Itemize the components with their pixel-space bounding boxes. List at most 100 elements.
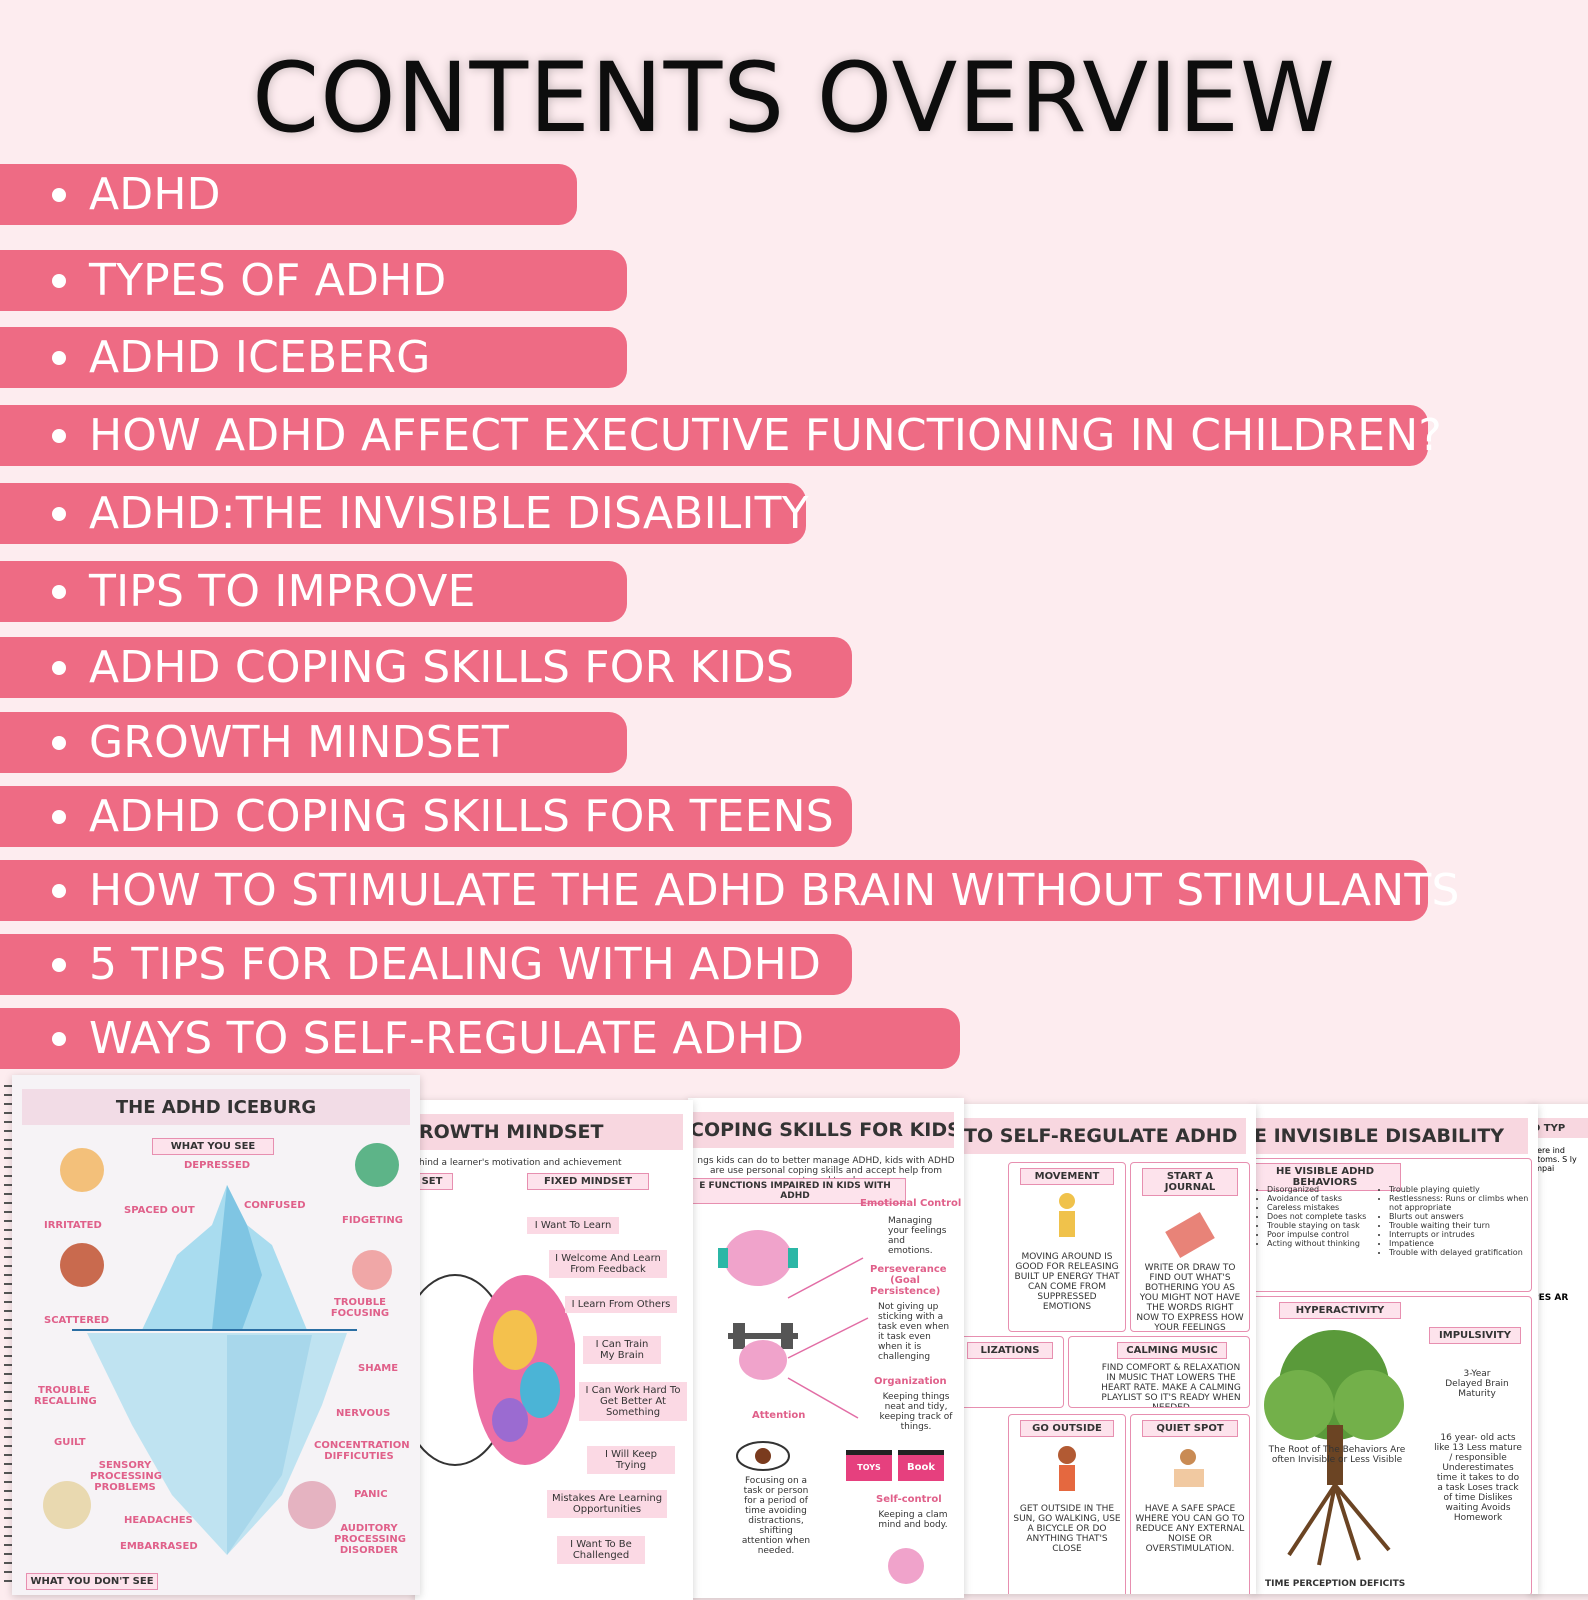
preview-growth-mindset: ROWTH MINDSET hind a learner's motivatio… — [415, 1100, 693, 1600]
quiet-text: HAVE A SAFE SPACE WHERE YOU CAN GO TO RE… — [1135, 1504, 1245, 1554]
iceberg-tag: SCATTERED — [44, 1315, 110, 1326]
page-title: CONTENTS OVERVIEW — [252, 42, 1336, 154]
preview-iceberg: THE ADHD ICEBURG WHAT YOU SEE DEPRESSED … — [12, 1075, 420, 1595]
bullet-icon — [52, 883, 66, 898]
self-control-label: Self-control — [876, 1494, 942, 1505]
iceberg-tag: DEPRESSED — [184, 1160, 251, 1171]
visible-behaviors-heading: HE VISIBLE ADHD BEHAVIORS — [1252, 1163, 1401, 1191]
age-text: 16 year- old acts like 13 Less mature / … — [1434, 1433, 1522, 1523]
book-box: Book — [898, 1450, 944, 1481]
bullet-icon — [52, 957, 66, 972]
tree-illustration — [1264, 1330, 1404, 1566]
behavior-item: Interrupts or intrudes — [1389, 1230, 1531, 1239]
growth-chip: I Welcome And Learn From Feedback — [549, 1250, 667, 1278]
behavior-item: Poor impulse control — [1267, 1230, 1387, 1239]
iceberg-tag: FIDGETING — [342, 1215, 404, 1226]
iceberg-tag: TROUBLE RECALLING — [34, 1385, 97, 1407]
preview-growth-subtitle: hind a learner's motivation and achievem… — [419, 1158, 622, 1168]
growth-chip: I Can Work Hard To Get Better At Somethi… — [579, 1382, 687, 1421]
iceberg-tag: CONCENTRATION DIFFICUTIES — [314, 1440, 410, 1462]
bullet-icon — [52, 350, 66, 365]
behavior-item: Disorganized — [1267, 1185, 1387, 1194]
contents-item-label: ADHD — [89, 169, 221, 220]
impulsivity-heading: IMPULSIVITY — [1429, 1327, 1521, 1344]
visualizations-box: LIZATIONS — [960, 1336, 1064, 1408]
contents-item: GROWTH MINDSET — [0, 712, 627, 773]
sitting-person-icon — [1174, 1449, 1204, 1487]
outside-box: GO OUTSIDE GET OUTSIDE IN THE SUN, GO WA… — [1008, 1414, 1126, 1594]
behavior-item: Blurts out answers — [1389, 1212, 1531, 1221]
self-control-text: Keeping a clam mind and body. — [878, 1510, 948, 1530]
preview-iceberg-heading: THE ADHD ICEBURG — [22, 1089, 410, 1125]
contents-item-label: ADHD COPING SKILLS FOR KIDS — [89, 642, 795, 693]
running-figure-icon — [1059, 1193, 1075, 1237]
growth-chip: I Will Keep Trying — [587, 1446, 675, 1474]
preview-types-text: here ind ptoms. S ly impai — [1532, 1146, 1577, 1173]
growth-chip: I Learn From Others — [565, 1296, 677, 1313]
contents-item: TYPES OF ADHD — [0, 250, 627, 311]
time-deficits-label: TIME PERCEPTION DEFICITS — [1265, 1579, 1406, 1589]
bullet-icon — [52, 187, 66, 202]
contents-item: HOW TO STIMULATE THE ADHD BRAIN WITHOUT … — [0, 860, 1459, 921]
attention-label: Attention — [752, 1410, 806, 1421]
growth-chip: I Want To Be Challenged — [557, 1536, 645, 1564]
iceberg-tag: EMBARRASED — [120, 1541, 198, 1552]
quiet-heading: QUIET SPOT — [1141, 1420, 1239, 1437]
calming-text: FIND COMFORT & RELAXATION IN MUSIC THAT … — [1101, 1363, 1241, 1408]
contents-item-label: ADHD:THE INVISIBLE DISABILITY — [89, 488, 809, 539]
contents-item-label: WAYS TO SELF-REGULATE ADHD — [89, 1013, 805, 1064]
preview-self-regulate: TO SELF-REGULATE ADHD MOVEMENT MOVING AR… — [960, 1104, 1256, 1594]
behavior-item: Acting without thinking — [1267, 1239, 1387, 1248]
growth-col-right: FIXED MINDSET — [527, 1173, 649, 1190]
toys-box: TOYS — [846, 1450, 892, 1481]
calming-box: CALMING MUSIC FIND COMFORT & RELAXATION … — [1068, 1336, 1250, 1408]
bullet-icon — [52, 506, 66, 521]
iceberg-tag: SPACED OUT — [124, 1205, 195, 1216]
outside-heading: GO OUTSIDE — [1019, 1420, 1115, 1437]
contents-item: ADHD COPING SKILLS FOR KIDS — [0, 637, 852, 698]
child-outside-icon — [1058, 1446, 1076, 1491]
contents-item-label: ADHD ICEBERG — [89, 332, 431, 383]
hyperactivity-heading: HYPERACTIVITY — [1279, 1302, 1401, 1319]
iceberg-tag: SENSORY PROCESSING PROBLEMS — [90, 1460, 162, 1493]
behavior-item: Does not complete tasks — [1267, 1212, 1387, 1221]
contents-item-label: 5 TIPS FOR DEALING WITH ADHD — [89, 939, 822, 990]
preview-growth-heading: ROWTH MINDSET — [415, 1114, 683, 1150]
iceberg-illustration — [43, 1143, 399, 1555]
calming-heading: CALMING MUSIC — [1117, 1342, 1227, 1359]
contents-item: ADHD COPING SKILLS FOR TEENS — [0, 786, 852, 847]
contents-item-label: TIPS TO IMPROVE — [89, 566, 476, 617]
preview-kids-section: E FUNCTIONS IMPAIRED IN KIDS WITH ADHD — [688, 1178, 906, 1204]
preview-kids-heading: COPING SKILLS FOR KIDS — [688, 1112, 954, 1148]
iceberg-tag: CONFUSED — [244, 1200, 306, 1211]
brain-illustration — [415, 1274, 575, 1466]
contents-item-label: HOW ADHD AFFECT EXECUTIVE FUNCTIONING IN… — [89, 410, 1442, 461]
iceberg-tag: TROUBLE FOCUSING — [330, 1297, 390, 1319]
behavior-item: Trouble playing quietly — [1389, 1185, 1531, 1194]
preview-invisible-heading: E INVISIBLE DISABILITY — [1252, 1118, 1528, 1154]
behavior-item: Impatience — [1389, 1239, 1531, 1248]
behavior-item: Restlessness: Runs or climbs when not ap… — [1389, 1194, 1531, 1212]
preview-coping-kids: COPING SKILLS FOR KIDS ngs kids can do t… — [688, 1098, 964, 1598]
contents-item-label: ADHD COPING SKILLS FOR TEENS — [89, 791, 834, 842]
contents-item: TIPS TO IMPROVE — [0, 561, 627, 622]
iceberg-tag: IRRITATED — [44, 1220, 102, 1231]
contents-item: WAYS TO SELF-REGULATE ADHD — [0, 1008, 960, 1069]
preview-types-heading: D TYP — [1530, 1118, 1588, 1138]
growth-chip: I Can Train My Brain — [583, 1336, 661, 1364]
contents-item-label: TYPES OF ADHD — [89, 255, 447, 306]
growth-chip: Mistakes Are Learning Opportunities — [547, 1490, 667, 1518]
visible-behaviors-left: DisorganizedAvoidance of tasksCareless m… — [1253, 1185, 1387, 1248]
visible-behaviors-box: HE VISIBLE ADHD BEHAVIORS DisorganizedAv… — [1252, 1158, 1532, 1292]
writing-hand-icon — [1165, 1212, 1215, 1258]
bullet-icon — [52, 428, 66, 443]
growth-chip: I Want To Learn — [527, 1217, 619, 1234]
bullet-icon — [52, 273, 66, 288]
emotional-control-label: Emotional Control — [860, 1198, 962, 1209]
contents-item-label: HOW TO STIMULATE THE ADHD BRAIN WITHOUT … — [89, 865, 1460, 916]
outside-text: GET OUTSIDE IN THE SUN, GO WALKING, USE … — [1013, 1504, 1121, 1554]
movement-box: MOVEMENT MOVING AROUND IS GOOD FOR RELEA… — [1008, 1162, 1126, 1332]
emotional-control-text: Managing your feelings and emotions. — [888, 1216, 947, 1256]
behavior-item: Careless mistakes — [1267, 1203, 1387, 1212]
bullet-icon — [52, 735, 66, 750]
